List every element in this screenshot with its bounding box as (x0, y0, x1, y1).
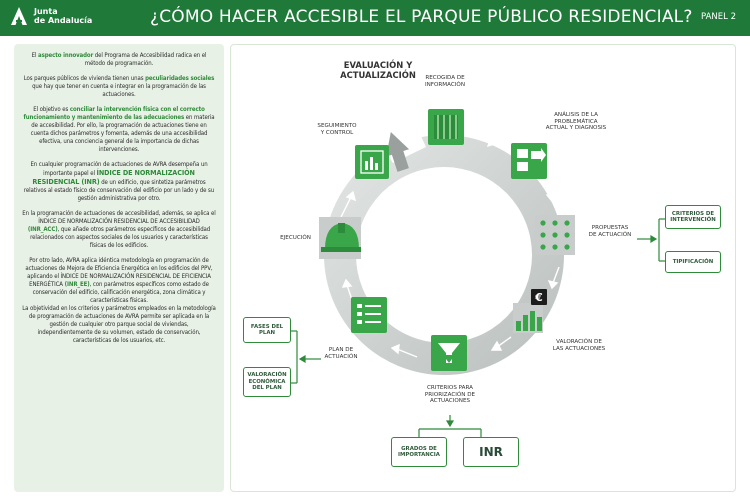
label-valoracion: VALORACIÓN DE LAS ACTUACIONES (552, 339, 606, 352)
box-tipificacion: TIPIFICACIÓN (665, 251, 721, 273)
evaluation-arrow-icon (386, 131, 410, 172)
paragraph-2: Los parques públicos de vivienda tienen … (23, 75, 215, 98)
label-seguimiento: SEGUIMIENTO Y CONTROL (317, 123, 357, 136)
euro-icon: € (531, 289, 547, 305)
paragraph-1: El aspecto innovador del Programa de Acc… (31, 52, 207, 67)
arrow-1-icon (472, 135, 497, 148)
label-plan: PLAN DE ACTUACIÓN (324, 347, 358, 360)
label-criterios: CRITERIOS PARA PRIORIZACIÓN DE ACTUACION… (424, 385, 476, 405)
flow-arrows (340, 135, 560, 358)
header-bar: Junta de Andalucía ¿CÓMO HACER ACCESIBLE… (0, 0, 750, 36)
valuation-icon (513, 303, 543, 333)
arrow-3-icon (547, 266, 560, 290)
box-grados-importancia: GRADOS DE IMPORTANCIA (391, 437, 447, 467)
label-recogida: RECOGIDA DE INFORMACIÓN (424, 75, 466, 88)
page-title: ¿CÓMO HACER ACCESIBLE EL PARQUE PÚBLICO … (150, 7, 693, 27)
action-plan-icon (351, 297, 387, 333)
label-ejecucion: EJECUCIÓN (280, 235, 311, 241)
box-criterios-intervencion: CRITERIOS DE INTERVENCIÓN (665, 205, 721, 229)
junta-logo: Junta de Andalucía (10, 6, 92, 26)
prioritization-icon (431, 335, 467, 371)
paragraph-7: La objetividad en los criterios y paráme… (22, 305, 216, 344)
paragraph-3: El objetivo es conciliar la intervención… (23, 106, 215, 153)
intro-text-panel: El aspecto innovador del Programa de Acc… (14, 44, 224, 492)
box-inr: INR (463, 437, 519, 467)
label-analisis: ANÁLISIS DE LA PROBLEMÁTICA ACTUAL Y DIA… (545, 112, 607, 132)
paragraph-6: Por otro lado, AVRA aplica idéntica meto… (25, 257, 213, 304)
evaluation-title: EVALUACIÓN Y ACTUALIZACIÓN (340, 60, 416, 80)
logo-line1: Junta (34, 7, 58, 16)
arrow-5-icon (390, 343, 418, 358)
execution-helmet-icon (319, 217, 361, 259)
arrow-2-icon (545, 178, 557, 203)
cycle-diagram: € (291, 109, 665, 437)
data-collection-icon (428, 109, 464, 145)
connectors (291, 218, 665, 437)
monitoring-icon (355, 145, 389, 179)
arrow-4-icon (490, 336, 512, 351)
paragraph-5: En la programación de actuaciones de acc… (22, 210, 216, 249)
arrow-7-icon (340, 190, 357, 218)
proposals-icon (535, 215, 575, 255)
euro-symbol: € (534, 291, 543, 304)
process-diagram-panel: € (230, 44, 736, 492)
logo-line2: de Andalucía (34, 16, 93, 25)
label-propuestas: PROPUESTAS DE ACTUACIÓN (588, 225, 632, 238)
panel-label: PANEL 2 (701, 12, 736, 22)
paragraph-4: En cualquier programación de actuaciones… (23, 161, 215, 202)
analysis-icon (511, 143, 547, 179)
box-fases-plan: FASES DEL PLAN (243, 317, 291, 343)
junta-logo-icon (11, 7, 27, 25)
box-valoracion-economica: VALORACIÓN ECONÓMICA DEL PLAN (243, 367, 291, 397)
